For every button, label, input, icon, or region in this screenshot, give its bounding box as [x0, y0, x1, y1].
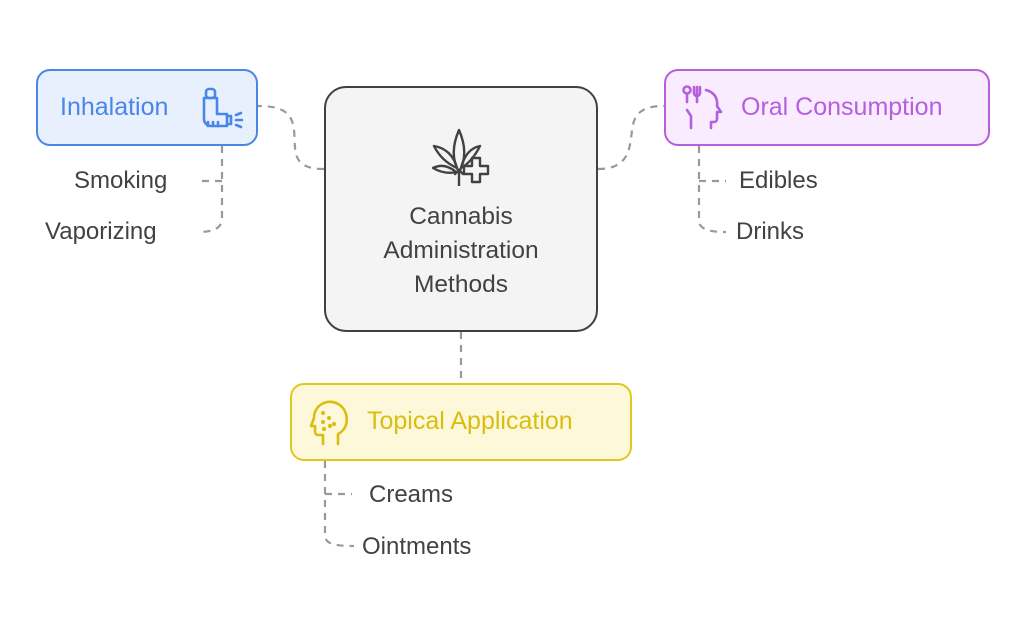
branch-label: Oral Consumption [741, 93, 943, 121]
leaf-ointments[interactable]: Ointments [362, 533, 472, 560]
branch-topical-application[interactable]: Topical Application [290, 383, 632, 461]
link-topical-items [323, 461, 355, 548]
leaf-edibles[interactable]: Edibles [739, 167, 818, 194]
leaf-vaporizing[interactable]: Vaporizing [45, 218, 157, 245]
center-title-line: Methods [414, 271, 508, 298]
leaf-creams[interactable]: Creams [369, 481, 454, 508]
center-node[interactable]: Cannabis Administration Methods [324, 86, 598, 332]
head-utensils-icon [682, 85, 723, 130]
center-title-line: Administration [383, 237, 539, 264]
cannabis-medical-icon [431, 128, 490, 186]
head-skin-icon [309, 400, 349, 446]
center-title: Cannabis Administration Methods [326, 200, 596, 302]
center-title-line: Cannabis [409, 203, 513, 230]
branch-label: Inhalation [60, 93, 169, 121]
link-oral-items [697, 146, 727, 234]
link-center-inhalation [257, 104, 325, 171]
link-center-oral [597, 104, 665, 171]
leaf-drinks[interactable]: Drinks [736, 218, 805, 245]
link-inhalation-items [197, 146, 224, 234]
leaf-smoking[interactable]: Smoking [74, 167, 168, 194]
branch-oral-consumption[interactable]: Oral Consumption [664, 69, 990, 146]
branch-inhalation[interactable]: Inhalation [36, 69, 258, 146]
inhaler-icon [202, 87, 244, 129]
branch-label: Topical Application [367, 407, 573, 435]
